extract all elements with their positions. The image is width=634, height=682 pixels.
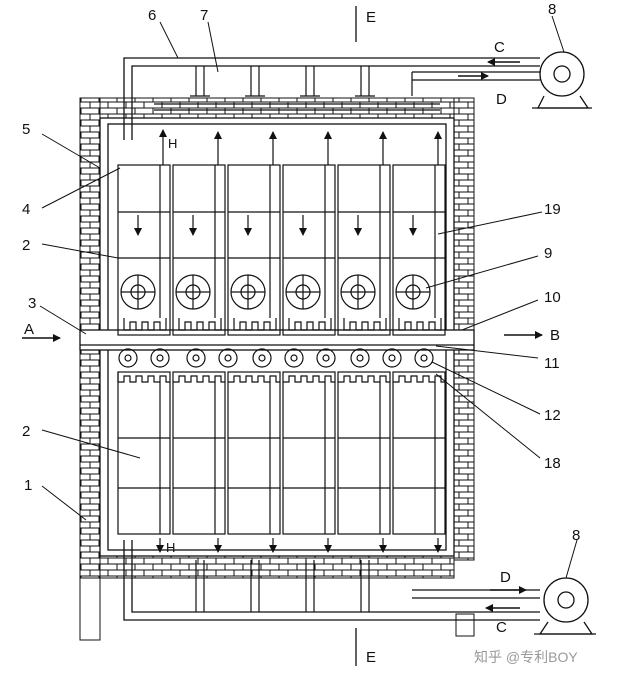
upper-risers — [190, 66, 413, 97]
label-5: 5 — [22, 121, 30, 138]
label-12: 12 — [544, 407, 561, 424]
upper-unit — [172, 131, 226, 336]
lower-unit — [337, 371, 391, 535]
flow-arrows — [22, 58, 543, 612]
lower-unit — [172, 371, 226, 535]
chamber-outline — [79, 117, 475, 557]
label-c-top: C — [494, 39, 505, 56]
label-b: B — [550, 327, 560, 344]
label-d-top: D — [496, 91, 507, 108]
label-e-top: E — [366, 9, 376, 26]
lower-unit — [227, 371, 281, 535]
lower-unit — [282, 371, 336, 535]
lower-unit — [117, 371, 171, 535]
label-18: 18 — [544, 455, 561, 472]
upper-unit — [227, 131, 281, 336]
upper-unit — [337, 131, 391, 336]
lower-unit — [392, 371, 446, 535]
label-3: 3 — [28, 295, 36, 312]
bottom-fan — [534, 577, 596, 635]
label-d-bottom: D — [500, 569, 511, 586]
label-10: 10 — [544, 289, 561, 306]
label-7: 7 — [200, 7, 208, 24]
watermark: 知乎 @专利BOY — [474, 649, 578, 665]
label-11: 11 — [544, 355, 560, 372]
label-2-lower: 2 — [22, 423, 30, 440]
label-a: A — [24, 321, 34, 338]
label-9: 9 — [544, 245, 552, 262]
lower-heater-units — [117, 371, 446, 535]
upper-unit — [392, 131, 446, 336]
leader-lines — [39, 15, 578, 579]
top-fan — [532, 51, 592, 109]
label-h-top: H — [168, 136, 177, 151]
label-6: 6 — [148, 7, 156, 24]
upper-unit — [282, 131, 336, 336]
lower-outlets — [156, 538, 442, 612]
label-8-bottom: 8 — [572, 527, 580, 544]
label-19: 19 — [544, 201, 561, 218]
label-1: 1 — [24, 477, 32, 494]
upper-heater-units — [117, 129, 446, 336]
label-4: 4 — [22, 201, 30, 218]
label-e-bottom: E — [366, 649, 376, 666]
label-8-top: 8 — [548, 1, 556, 18]
brick-insulation — [79, 97, 475, 641]
top-duct — [123, 57, 540, 140]
upper-unit — [117, 129, 171, 336]
label-2-upper: 2 — [22, 237, 30, 254]
conveyor-rollers — [80, 344, 474, 368]
label-h-bottom: H — [166, 540, 175, 555]
bottom-duct — [123, 540, 540, 621]
label-c-bottom: C — [496, 619, 507, 636]
